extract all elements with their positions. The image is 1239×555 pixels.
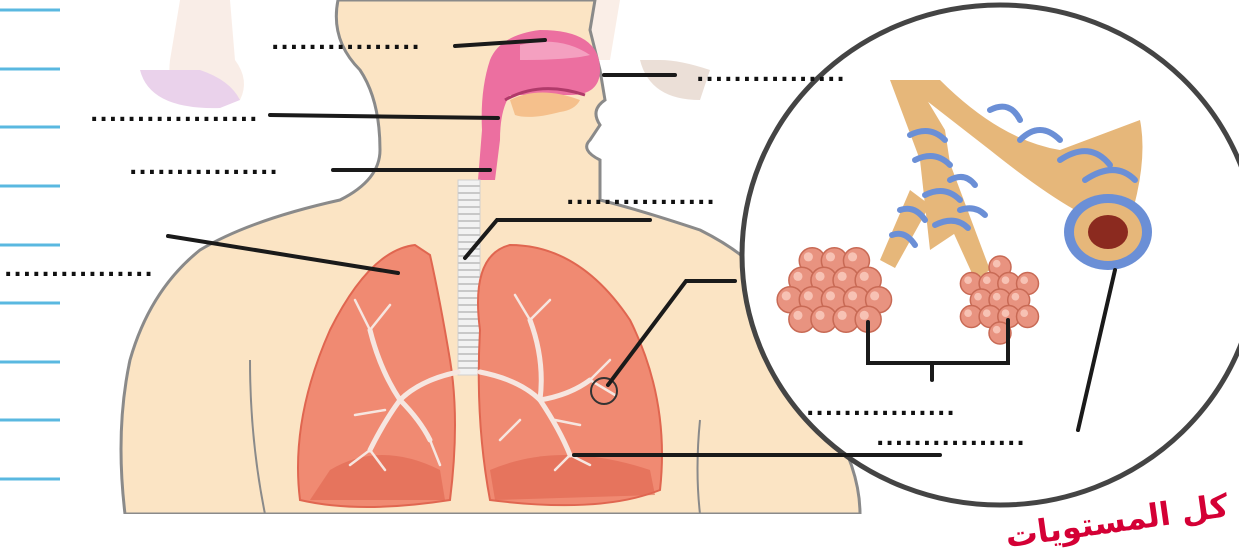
alveolus-highlight bbox=[964, 276, 972, 284]
alveolus-highlight bbox=[793, 272, 802, 281]
alveolus-highlight bbox=[1020, 276, 1028, 284]
alveolus-highlight bbox=[1002, 309, 1010, 317]
alveolus-highlight bbox=[964, 309, 972, 317]
alveolus-highlight bbox=[870, 291, 879, 300]
label-trachea[interactable]: ................ bbox=[566, 187, 716, 209]
label-left-lung[interactable]: ................ bbox=[4, 259, 154, 281]
alveolus-highlight bbox=[1012, 293, 1020, 301]
alveolus-highlight bbox=[983, 276, 991, 284]
respiratory-system-diagram: ................ ................ ......… bbox=[0, 0, 1239, 514]
alveolus-highlight bbox=[838, 311, 847, 320]
alveolus-highlight bbox=[848, 291, 857, 300]
label-bronchiole[interactable]: ................ bbox=[806, 398, 956, 420]
label-larynx[interactable]: ................ bbox=[129, 157, 279, 179]
alveolus-highlight bbox=[860, 272, 869, 281]
trachea bbox=[458, 180, 480, 375]
alveolus-highlight bbox=[993, 260, 1001, 268]
label-pharynx[interactable]: .................. bbox=[90, 104, 258, 126]
alveolus-highlight bbox=[804, 252, 813, 261]
label-alveoli[interactable]: ................ bbox=[876, 428, 1026, 450]
alveolus-highlight bbox=[826, 252, 835, 261]
label-nasal-cavity[interactable]: ................ bbox=[271, 32, 421, 54]
alveolus-highlight bbox=[860, 311, 869, 320]
alveolus-highlight bbox=[838, 272, 847, 281]
alveolus-highlight bbox=[1020, 309, 1028, 317]
alveolus-highlight bbox=[793, 311, 802, 320]
alveolus bbox=[1017, 306, 1039, 328]
alveolus-highlight bbox=[993, 293, 1001, 301]
alveolus-highlight bbox=[974, 293, 982, 301]
diagram-canvas bbox=[0, 0, 1239, 514]
alveolus-highlight bbox=[1002, 276, 1010, 284]
alveolus-highlight bbox=[804, 291, 813, 300]
alveolus-highlight bbox=[816, 311, 825, 320]
alveolus-highlight bbox=[848, 252, 857, 261]
alveolus-highlight bbox=[816, 272, 825, 281]
label-nose[interactable]: ................ bbox=[696, 64, 846, 86]
margin-lines bbox=[0, 10, 60, 479]
alveolus-highlight bbox=[993, 326, 1001, 334]
alveolus-highlight bbox=[782, 291, 791, 300]
alveolus-highlight bbox=[826, 291, 835, 300]
alveolus-highlight bbox=[983, 309, 991, 317]
